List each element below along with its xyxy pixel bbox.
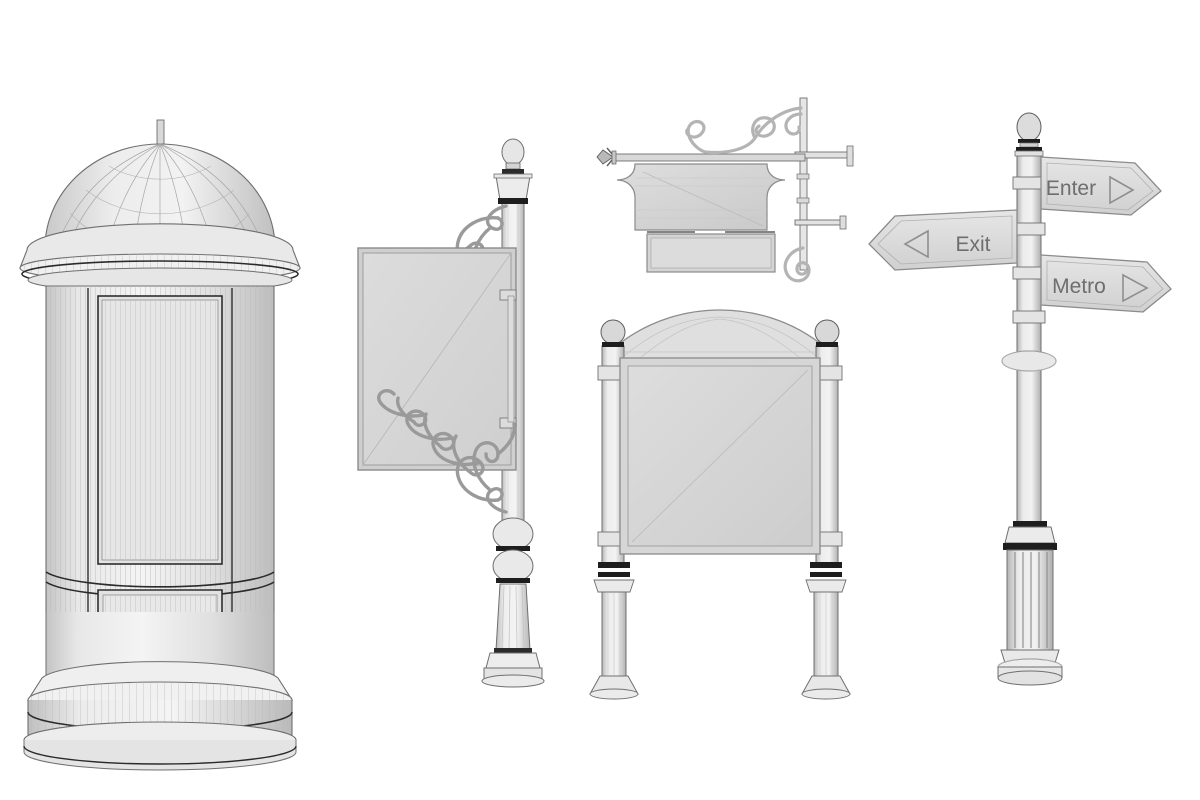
signpost-collars (1012, 176, 1046, 324)
scroll-sign-finial (493, 138, 533, 204)
blade-metro-text: Metro (1052, 275, 1106, 298)
signpost-blade-enter[interactable]: Enter (1040, 156, 1162, 216)
object-billboard-stand: two-post billboard with arched crown (580, 309, 860, 700)
blade-exit-text: Exit (955, 233, 990, 256)
bracket-rider-board (646, 231, 776, 273)
arrow-right-icon (1122, 273, 1149, 303)
column-spike-finial (156, 119, 165, 145)
object-bracket-sign: wall-mounted scroll bracket with hanging… (595, 90, 860, 310)
object-ornate-scroll-sign: pole sign with scrollwork frame (330, 130, 580, 690)
billboard-feet (589, 562, 851, 700)
billboard-display-board (619, 357, 821, 555)
billboard-posts (597, 319, 843, 565)
spear-finial-icon (596, 147, 617, 167)
signpost-base (997, 350, 1063, 686)
bracket-wall-bar (794, 97, 854, 271)
blade-enter-text: Enter (1046, 177, 1096, 200)
object-morris-column: domed cylindrical advertising column (10, 100, 340, 771)
column-poster-panel-upper (97, 295, 223, 565)
signpost-finial (1014, 112, 1044, 157)
scroll-sign-panel (357, 247, 517, 471)
billboard-crown (613, 309, 827, 361)
signpost-blade-exit[interactable]: Exit (868, 209, 1018, 271)
arrow-left-icon (903, 229, 929, 259)
bracket-spiral-tail (783, 246, 811, 283)
scroll-sign-bracket-arms (499, 289, 517, 429)
bracket-rod (596, 147, 806, 167)
signpost-blade-metro[interactable]: Metro (1040, 254, 1172, 313)
object-direction-signpost: Enter Exit Metro (865, 112, 1175, 700)
arrow-right-icon (1109, 175, 1135, 205)
bracket-plaque (616, 163, 786, 231)
column-cornice (19, 223, 301, 293)
scroll-ornament-bottom (377, 389, 516, 514)
column-plinth (23, 612, 297, 771)
bracket-scroll-brace (685, 106, 803, 155)
scroll-sign-turned-shaft (481, 517, 545, 688)
